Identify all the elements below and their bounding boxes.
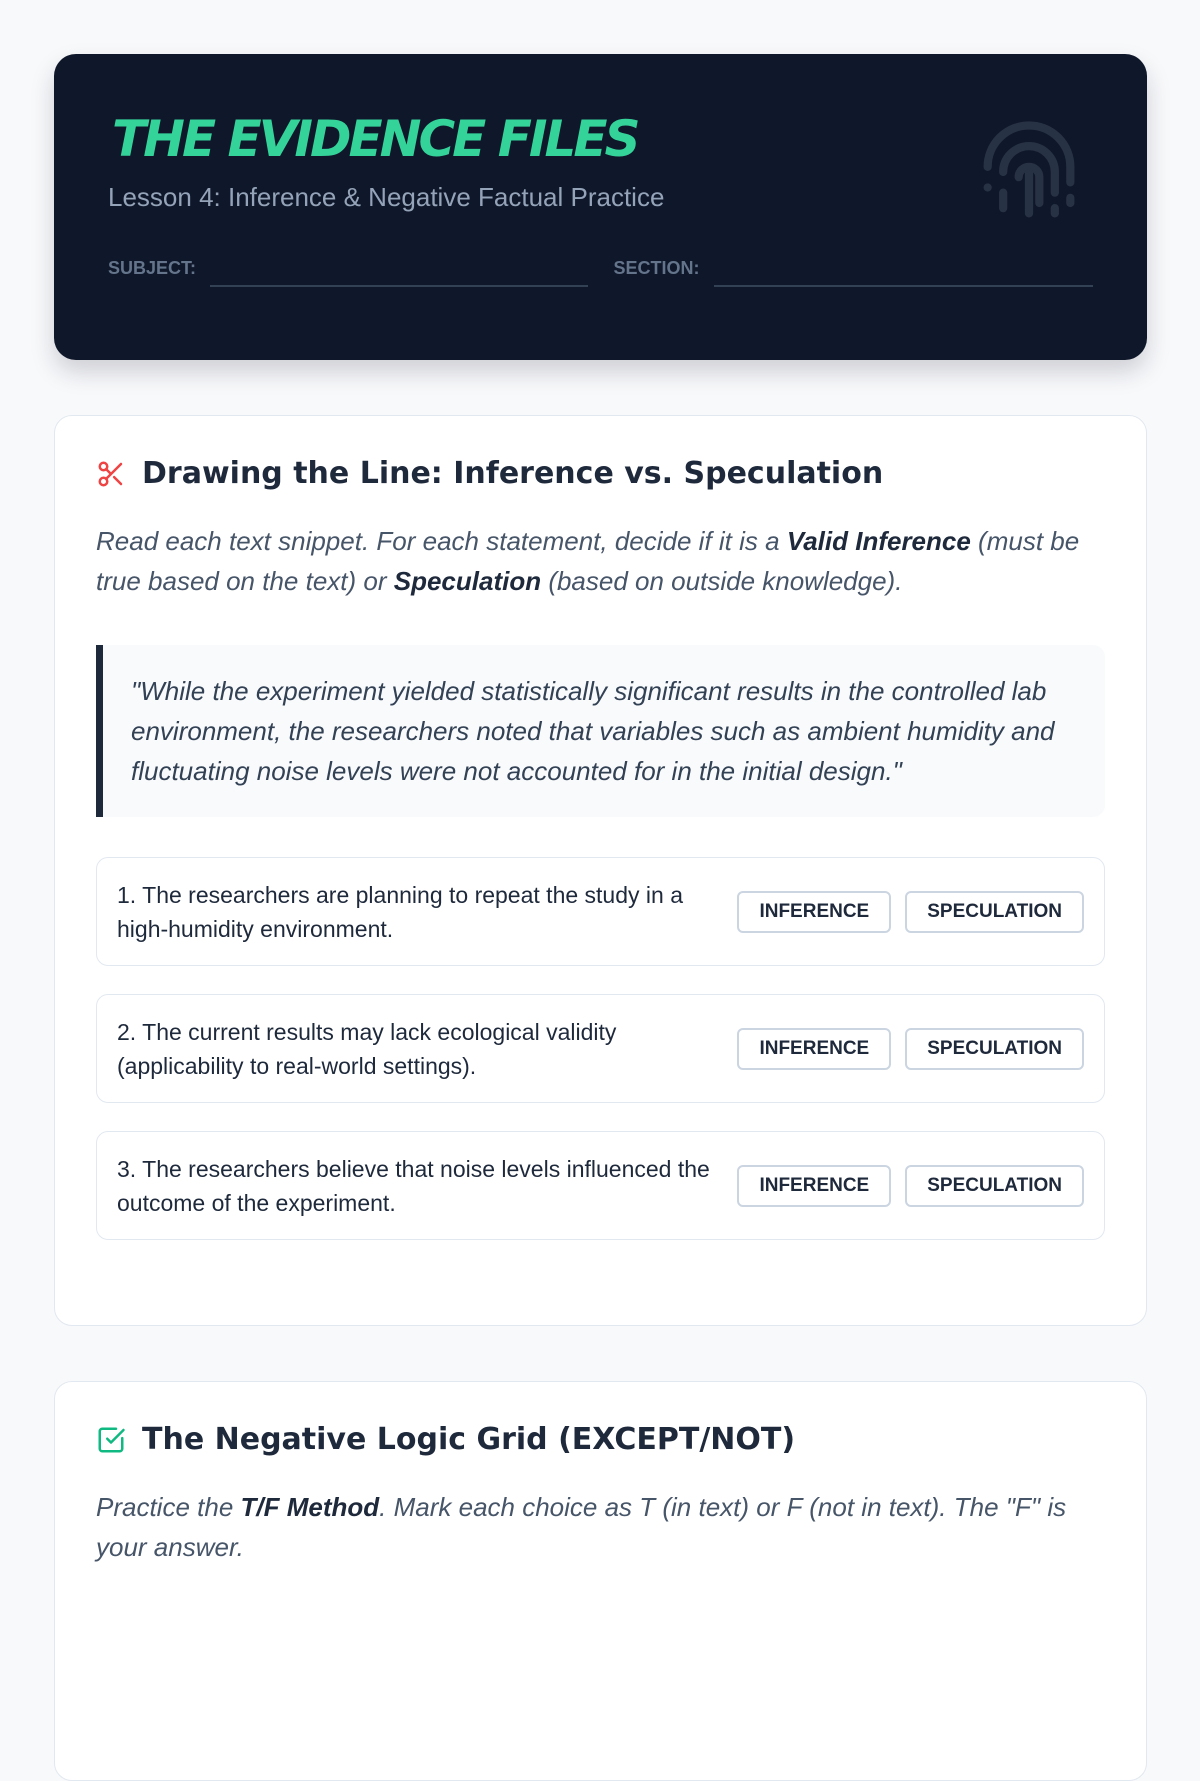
statement-item: 2. The current results may lack ecologic… — [96, 994, 1105, 1103]
scissors-icon — [98, 461, 123, 486]
instructions: Read each text snippet. For each stateme… — [96, 526, 1080, 596]
inference-button[interactable]: INFERENCE — [737, 890, 892, 933]
statement-item: 1. The researchers are planning to repea… — [96, 857, 1105, 966]
section-input[interactable] — [713, 257, 1093, 287]
inference-button[interactable]: INFERENCE — [737, 1164, 892, 1207]
statement-item: 3. The researchers believe that noise le… — [96, 1131, 1105, 1240]
negative-logic-section: The Negative Logic Grid (EXCEPT/NOT) Pra… — [54, 1381, 1147, 1781]
speculation-button[interactable]: SPECULATION — [905, 1027, 1084, 1070]
section-label: SECTION: — [613, 258, 700, 278]
inference-button[interactable]: INFERENCE — [737, 1027, 892, 1070]
lesson-subtitle: Lesson 4: Inference & Negative Factual P… — [108, 182, 665, 212]
instructions: Practice the T/F Method. Mark each choic… — [96, 1492, 1067, 1562]
header: THE EVIDENCE FILES Lesson 4: Inference &… — [54, 54, 1147, 360]
fingerprint-icon — [983, 121, 1075, 218]
checkbox-icon — [98, 1427, 125, 1452]
section-title: The Negative Logic Grid (EXCEPT/NOT) — [142, 1422, 796, 1457]
section-title: Drawing the Line: Inference vs. Speculat… — [142, 456, 884, 491]
page-title: THE EVIDENCE FILES — [112, 110, 641, 168]
speculation-button[interactable]: SPECULATION — [905, 890, 1084, 933]
text-snippet: "While the experiment yielded statistica… — [96, 645, 1105, 817]
inference-section: Drawing the Line: Inference vs. Speculat… — [54, 415, 1147, 1326]
subject-label: SUBJECT: — [108, 258, 197, 278]
subject-input[interactable] — [210, 257, 588, 287]
speculation-button[interactable]: SPECULATION — [905, 1164, 1084, 1207]
